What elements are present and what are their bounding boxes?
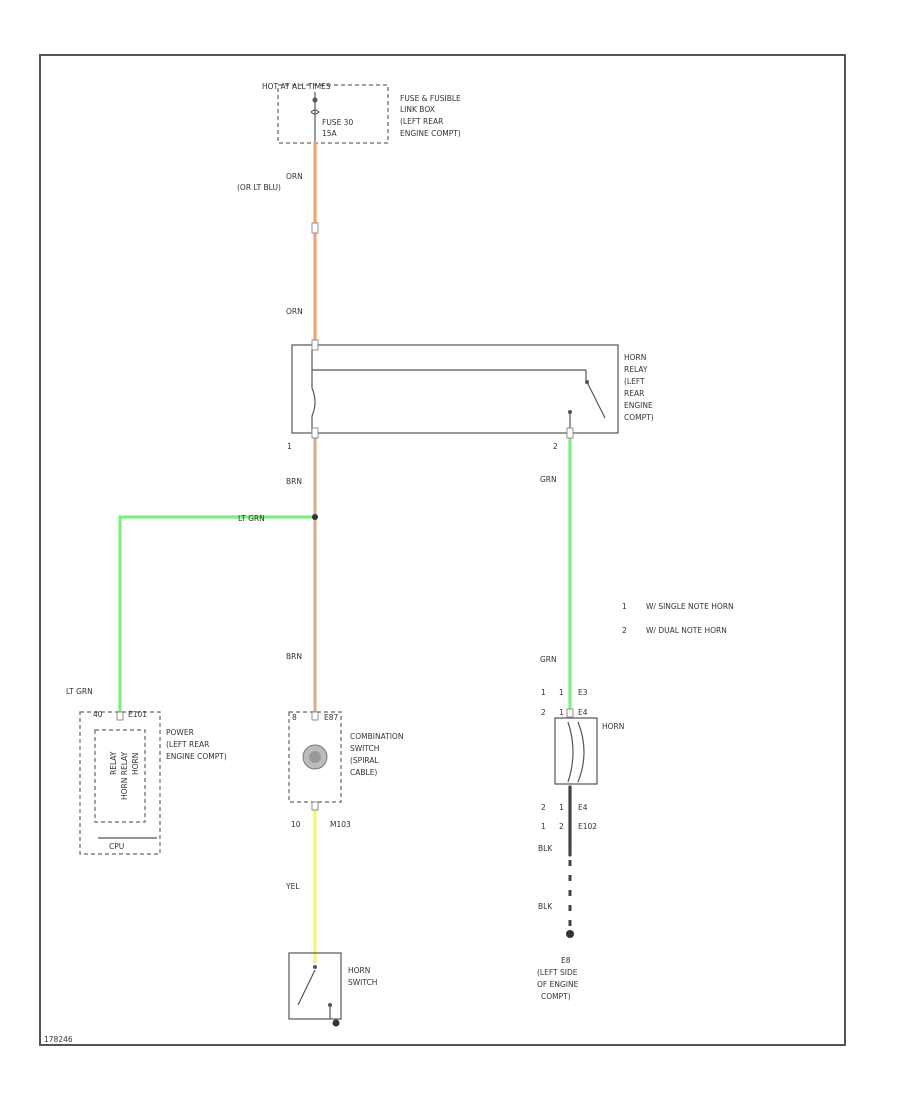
horn-relay-desc-3: (LEFT [624, 377, 645, 386]
horn-icon [554, 717, 598, 785]
ground-icon [566, 930, 574, 938]
power-ecu-desc-3: ENGINE COMPT) [166, 752, 227, 761]
wire-label-grn-lower: GRN [540, 655, 557, 664]
horn-relay-desc-4: REAR [624, 389, 644, 398]
horn-relay-desc-1: HORN [624, 353, 646, 362]
combination-switch-connector: E87 [324, 713, 339, 722]
horn-row1-a: 1 [541, 688, 546, 697]
wire-label-lt-grn-left: LT GRN [66, 687, 93, 696]
horn-row4-a: 1 [541, 822, 546, 831]
wire-label-orn-top: ORN [286, 172, 303, 181]
combination-switch: 8 E87 COMBINATION SWITCH (SPIRAL CABLE) … [288, 711, 403, 829]
ground-desc-1: (LEFT SIDE [537, 968, 578, 977]
power-ecu-desc-2: (LEFT REAR [166, 740, 209, 749]
ground-e8: E8 (LEFT SIDE OF ENGINE COMPT) [537, 930, 579, 1001]
horn-row2-a: 2 [541, 708, 546, 717]
horn-row4-c: E102 [578, 822, 597, 831]
power-ecu-inner-3: RELAY [109, 751, 118, 775]
power-ecu-desc-1: POWER [166, 728, 194, 737]
horn-row3-b: 1 [559, 803, 564, 812]
wire-label-grn-upper: GRN [540, 475, 557, 484]
horn-relay-desc-2: RELAY [624, 365, 648, 374]
horn-row3-a: 2 [541, 803, 546, 812]
horn-label: HORN [602, 722, 624, 731]
fuse-block-desc-3: (LEFT REAR [400, 117, 443, 126]
horn-row4-b: 2 [559, 822, 564, 831]
horn-relay: HORN RELAY (LEFT REAR ENGINE COMPT) 1 2 [287, 344, 654, 451]
footer-code: 178246 [44, 1035, 73, 1044]
diagram-frame [39, 54, 846, 1046]
combination-switch-desc-1: COMBINATION [350, 732, 403, 741]
combination-switch-desc-4: CABLE) [350, 768, 377, 777]
wire-label-lt-grn-splice: LT GRN [238, 514, 265, 523]
wire-label-blk-upper: BLK [538, 844, 553, 853]
horn-row1-b: 1 [559, 688, 564, 697]
combination-switch-bottom-pin: 10 [291, 820, 301, 829]
note-1-text: W/ SINGLE NOTE HORN [646, 602, 734, 611]
note-1-num: 1 [622, 602, 627, 611]
horn: 1 1 E3 2 1 E4 HORN 2 1 E4 1 2 E102 [541, 688, 624, 831]
fuse-label: FUSE 30 [322, 118, 353, 127]
horn-switch-desc-1: HORN [348, 966, 370, 975]
power-ecu-connector: E101 [128, 710, 147, 719]
power-ecu-bottom: CPU [109, 842, 124, 851]
fuse-block: HOT AT ALL TIMES FUSE 30 15A FUSE & FUSI… [262, 82, 461, 144]
splice-point [312, 514, 318, 520]
wire-label-brn-lower: BRN [286, 652, 302, 661]
wire-label-brn-upper: BRN [286, 477, 302, 486]
ground-desc-3: COMPT) [541, 992, 571, 1001]
horn-switch-ground-icon [332, 1019, 340, 1027]
fuse-block-desc-1: FUSE & FUSIBLE [400, 94, 461, 103]
ground-desc-2: OF ENGINE [537, 980, 579, 989]
wire-label-blk-lower: BLK [538, 902, 553, 911]
power-ecu-inner-2: HORN RELAY [120, 751, 129, 800]
horn-switch-desc-2: SWITCH [348, 978, 377, 987]
horn-row2-b: 1 [559, 708, 564, 717]
horn-relay-pin-2: 2 [553, 442, 558, 451]
combination-switch-pin: 8 [292, 713, 297, 722]
wire-lt-grn [118, 515, 317, 714]
fuse-amp: 15A [322, 129, 338, 138]
horn-relay-desc-6: COMPT) [624, 413, 654, 422]
horn-relay-desc-5: ENGINE [624, 401, 653, 410]
wire-label-yel: YEL [285, 882, 300, 891]
wire-label-orn-alt: (OR LT BLU) [237, 183, 281, 192]
ground-id: E8 [561, 956, 571, 965]
note-2-num: 2 [622, 626, 627, 635]
power-ecu-pin: 40 [93, 710, 103, 719]
horn-switch: HORN SWITCH [288, 952, 377, 1027]
power-ecu: 40 E101 HORN HORN RELAY RELAY CPU POWER … [79, 710, 227, 855]
fuse-block-desc-4: ENGINE COMPT) [400, 129, 461, 138]
fuse-block-header: HOT AT ALL TIMES [262, 82, 331, 91]
wire-label-orn-mid: ORN [286, 307, 303, 316]
combination-switch-desc-2: SWITCH [350, 744, 379, 753]
combination-switch-desc-3: (SPIRAL [350, 756, 379, 765]
power-ecu-inner-1: HORN [131, 753, 140, 775]
note-2-text: W/ DUAL NOTE HORN [646, 626, 727, 635]
horn-relay-pin-1: 1 [287, 442, 292, 451]
horn-row1-c: E3 [578, 688, 588, 697]
fuse-block-desc-2: LINK BOX [400, 105, 435, 114]
combination-switch-bottom-connector: M103 [330, 820, 351, 829]
horn-row3-c: E4 [578, 803, 588, 812]
notes-legend: 1 W/ SINGLE NOTE HORN 2 W/ DUAL NOTE HOR… [622, 602, 734, 635]
horn-row2-c: E4 [578, 708, 588, 717]
